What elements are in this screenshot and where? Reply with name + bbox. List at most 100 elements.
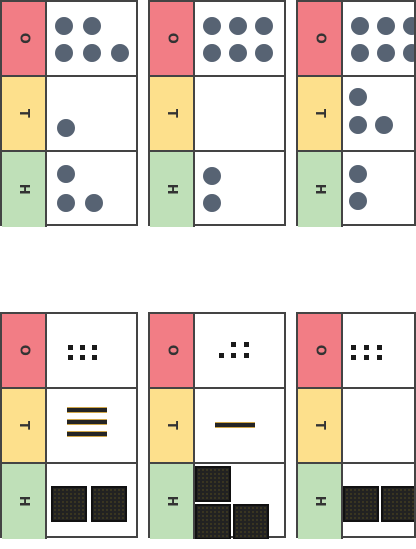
ones-dot [377,17,395,35]
card-1: O T H [0,0,138,226]
ones-row: O [298,2,414,77]
ones-small-dot [231,342,236,347]
tens-label: T [2,389,47,462]
ones-row: O [150,2,284,77]
tens-dot [349,88,367,106]
ones-dot [55,17,73,35]
ones-cell [195,314,284,387]
tens-row: T [2,389,136,464]
hundreds-cell [47,464,136,539]
ones-dot [255,44,273,62]
hundred-block [343,486,379,522]
hundreds-cell [343,152,414,227]
ones-dot [55,44,73,62]
ones-small-dot [244,353,249,358]
tens-row: T [298,389,414,464]
ones-dot [203,17,221,35]
ones-cell [195,2,284,75]
hundreds-label: H [150,464,195,539]
tens-row: T [150,389,284,464]
ones-label: O [2,314,47,387]
ones-cell [343,2,414,75]
hundred-block [381,486,414,522]
hundreds-row: H [298,152,414,227]
hundreds-row: H [298,464,414,539]
hundreds-dot [57,194,75,212]
hundred-block [195,466,231,502]
ones-cell [343,314,414,387]
tens-label: T [298,389,343,462]
ones-small-dot [80,345,85,350]
ones-dot [351,17,369,35]
ones-dot [377,44,395,62]
tens-row: T [2,77,136,152]
ten-rod [67,431,107,437]
tens-label: T [2,77,47,150]
ones-dot [111,44,129,62]
ones-dot [351,44,369,62]
ones-label: O [298,2,343,75]
tens-label: T [150,389,195,462]
hundreds-label: H [2,464,47,539]
ones-cell [47,2,136,75]
hundreds-row: H [150,152,284,227]
tens-cell [195,389,284,462]
tens-cell [343,77,414,150]
ones-label: O [2,2,47,75]
ones-row: O [2,2,136,77]
ones-dot [255,17,273,35]
ones-small-dot [231,353,236,358]
ones-small-dot [351,355,356,360]
ones-small-dot [92,345,97,350]
hundreds-dot [57,165,75,183]
ones-small-dot [92,355,97,360]
ones-row: O [2,314,136,389]
tens-label: T [150,77,195,150]
ones-small-dot [80,355,85,360]
ones-label: O [150,314,195,387]
tens-row: T [150,77,284,152]
hundred-block [233,504,269,539]
tens-cell [47,77,136,150]
hundred-block [195,504,231,539]
tens-row: T [298,77,414,152]
ones-small-dot [377,345,382,350]
ones-row: O [298,314,414,389]
hundreds-label: H [298,152,343,227]
ones-dot [203,44,221,62]
hundreds-cell [47,152,136,227]
card-5: O T H [148,312,286,538]
ten-rod [67,419,107,425]
ones-row: O [150,314,284,389]
ones-dot [229,17,247,35]
hundreds-cell [195,152,284,227]
tens-dot [375,116,393,134]
hundreds-dot [349,192,367,210]
ones-label: O [298,314,343,387]
tens-cell [195,77,284,150]
hundreds-label: H [2,152,47,227]
ones-small-dot [377,355,382,360]
hundreds-cell [343,464,414,539]
hundred-block [91,486,127,522]
ten-rod [67,407,107,413]
ones-dot [229,44,247,62]
tens-dot [57,119,75,137]
ones-small-dot [351,345,356,350]
tens-label: T [298,77,343,150]
ones-small-dot [68,345,73,350]
hundreds-dot [349,165,367,183]
hundreds-dot [203,194,221,212]
ones-dot [83,44,101,62]
ones-dot [403,44,414,62]
ones-small-dot [364,345,369,350]
hundreds-row: H [2,464,136,539]
ones-cell [47,314,136,387]
hundreds-dot [203,167,221,185]
tens-dot [349,116,367,134]
ones-small-dot [219,353,224,358]
ten-rod [215,422,255,428]
hundreds-row: H [2,152,136,227]
ones-dot [83,17,101,35]
